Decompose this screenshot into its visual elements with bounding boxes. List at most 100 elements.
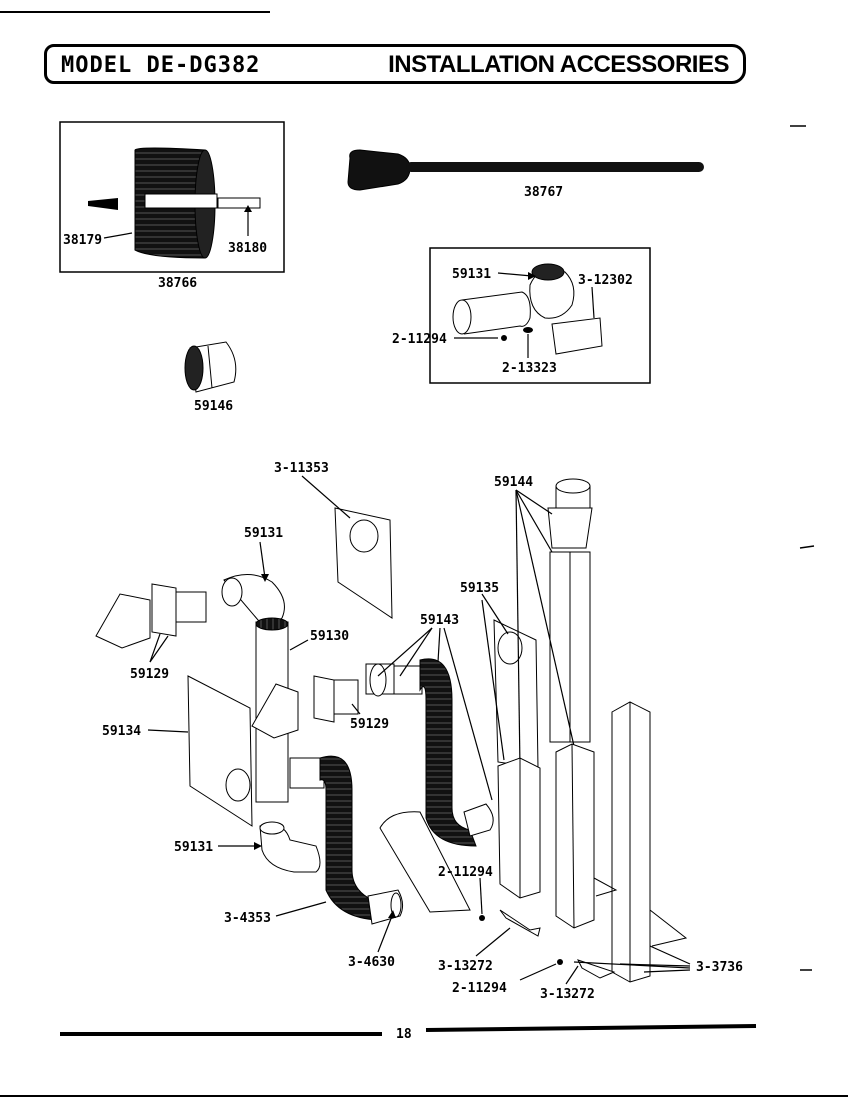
brush-shaft-38180 (217, 197, 261, 209)
label-38767: 38767 (524, 185, 563, 200)
brush-handle-head (347, 149, 411, 191)
leader-2-11294-b (519, 963, 557, 981)
hood-body (95, 593, 151, 649)
floor-outline (379, 811, 471, 913)
section-title: INSTALLATION ACCESSORIES (388, 51, 729, 78)
leader-3-3736-d (643, 969, 691, 973)
leader-59129-left-b (149, 635, 169, 663)
leader-59144-b (515, 489, 553, 553)
label-kit-59131: 59131 (452, 267, 491, 282)
kit-duct-tube (461, 291, 531, 335)
elbow-top-ring (221, 577, 243, 607)
arrow-59131-bottom (254, 842, 262, 850)
leader-2-11294-a (479, 877, 483, 915)
page-header: MODEL DE-DG382 INSTALLATION ACCESSORIES (44, 44, 746, 84)
screw-2-11294-a (479, 915, 485, 921)
transition-pipe-top (555, 478, 591, 494)
label-3-13272-a: 3-13272 (438, 959, 493, 974)
mid-hood-pipe (333, 679, 359, 715)
center-end-sleeve (463, 803, 494, 837)
floor-bracket-right (649, 909, 688, 947)
arrow-59131-top (261, 574, 269, 582)
leader-59143-d (443, 627, 493, 801)
label-kit-2-13323: 2-13323 (502, 361, 557, 376)
label-59129-mid: 59129 (350, 717, 389, 732)
wall-plate-hole (349, 519, 379, 553)
lower-tee-pipe (289, 757, 325, 789)
label-3-4353: 3-4353 (224, 911, 271, 926)
arrow-38180 (244, 205, 252, 212)
flex-duct-3-4353: 3-4353 3-4630 (224, 755, 404, 970)
leader-59144-d (515, 489, 521, 769)
wall-panel (187, 675, 253, 827)
kit-screw (501, 335, 507, 341)
rect-duct-a (497, 757, 541, 899)
adapter-band (207, 345, 213, 389)
vent-kit: 59131 3-12302 2-11294 2-13323 (392, 247, 651, 384)
screw-2-11294-b (557, 959, 563, 965)
flex-duct-59143: 59143 (365, 613, 494, 847)
leader-59143-c (437, 627, 441, 663)
kit-plate-3-12302 (551, 317, 603, 355)
wall-plate-3-11353: 3-11353 (274, 461, 393, 619)
rect-duct-b (555, 743, 595, 929)
leader-kit-3-12302 (591, 286, 595, 319)
leader-59144-a (515, 489, 553, 515)
leader-59130 (289, 639, 309, 651)
cleaning-brush-38767: 38767 (347, 149, 704, 200)
brush-kit-box (59, 121, 285, 273)
leader-3-4353 (275, 901, 327, 917)
kit-clip (523, 327, 533, 333)
model-title: MODEL DE-DG382 (61, 53, 261, 78)
rect-duct-segments (497, 701, 688, 983)
vertical-duct-top (255, 617, 289, 631)
brush-kit-38766: 38179 38180 38766 (59, 121, 285, 291)
label-59134: 59134 (102, 724, 141, 739)
kit-elbow-ring (531, 263, 565, 281)
label-59129-left: 59129 (130, 667, 169, 682)
label-59146: 59146 (194, 399, 233, 414)
transition-duct-59144: 59144 (494, 475, 593, 769)
bracket-3-13272-b (577, 959, 616, 979)
rect-duct-b-edge (571, 743, 575, 929)
brush-rod (406, 162, 704, 172)
label-3-4630: 3-4630 (348, 955, 395, 970)
wall-panel-hole (225, 768, 251, 802)
label-38766: 38766 (158, 276, 197, 291)
label-38179: 38179 (63, 233, 102, 248)
leader-59143-a (377, 627, 433, 677)
leader-3-3736-b (619, 963, 691, 967)
flex-duct-clamp (390, 892, 402, 918)
label-3-13272-b: 3-13272 (540, 987, 595, 1002)
transition-neck (547, 507, 593, 549)
leader-3-11353 (301, 475, 351, 519)
hardware-set-b: 2-11294 3-13272 3-3736 (452, 945, 743, 1002)
elbow-bottom-ring (259, 821, 285, 835)
arrow-kit-59131 (528, 272, 536, 280)
leader-kit-59131 (497, 272, 533, 277)
leader-59135-a (481, 593, 509, 635)
margin-mark-2 (799, 545, 815, 549)
mid-hood-flange (313, 675, 335, 723)
center-connector-ring (369, 663, 387, 697)
leader-59131-top (259, 541, 266, 579)
page-number: 18 (396, 1027, 412, 1042)
leader-3-13272-b (565, 965, 579, 985)
label-59131-top: 59131 (244, 526, 283, 541)
leader-59134 (147, 729, 189, 733)
leader-59129-left (149, 633, 161, 663)
kit-duct-open-end (452, 299, 472, 335)
label-38180: 38180 (228, 241, 267, 256)
bracket-3-13272-a (499, 909, 541, 937)
elbow-bottom-59131: 59131 (174, 821, 321, 873)
leader-59143-b (399, 627, 433, 677)
label-59135: 59135 (460, 581, 499, 596)
label-2-11294-a: 2-11294 (438, 865, 493, 880)
arrow-3-4630 (388, 910, 396, 918)
adapter-59146: 59146 (184, 341, 237, 414)
wall-panel-59134: 59134 (102, 675, 253, 827)
footer-rule-right (425, 1024, 757, 1032)
exhaust-hood-left-59129: 59129 (95, 583, 207, 682)
leader-59129-mid (351, 703, 361, 715)
hardware-set-a: 2-11294 3-13272 (438, 865, 541, 974)
